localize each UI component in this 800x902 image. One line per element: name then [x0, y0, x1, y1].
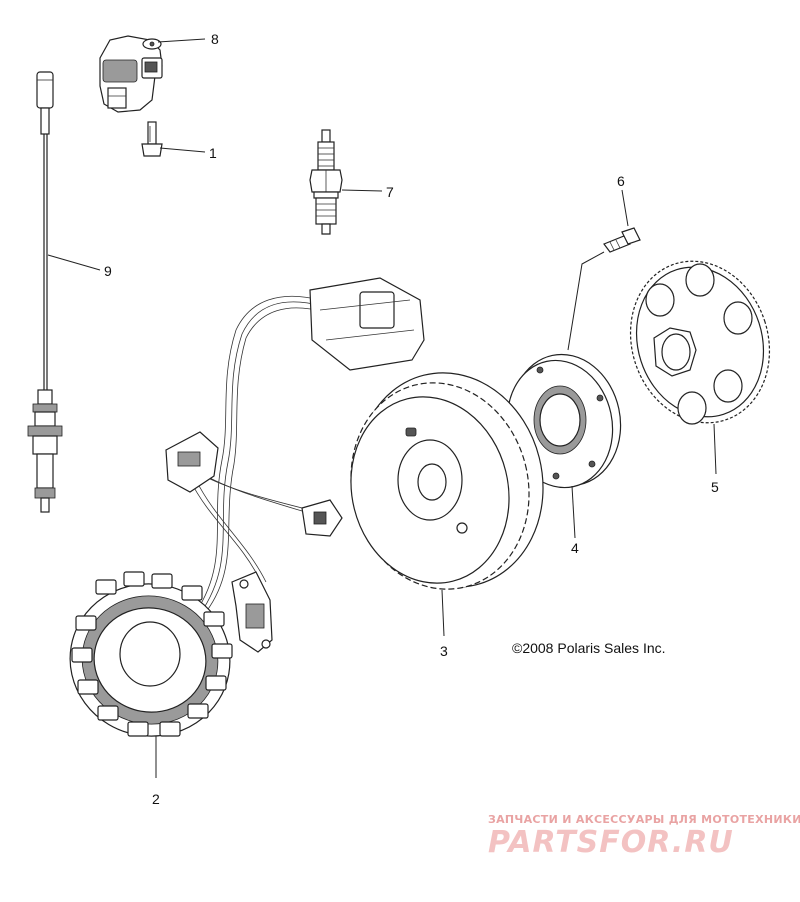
callout-2: 2 — [152, 791, 160, 807]
leader-6 — [621, 189, 629, 227]
callout-8: 8 — [211, 31, 219, 47]
callout-7: 7 — [386, 184, 394, 200]
starter-clutch — [506, 353, 622, 489]
screw — [603, 227, 641, 253]
starter-gear — [629, 260, 771, 425]
leader-8 — [157, 38, 206, 43]
leader-7 — [341, 189, 383, 192]
watermark-logo: PARTSFOR.RU — [488, 825, 734, 860]
callout-6: 6 — [617, 173, 625, 189]
callout-3: 3 — [440, 643, 448, 659]
coil-bolt — [141, 121, 163, 157]
stator — [69, 571, 233, 737]
ignition-coil — [99, 35, 163, 113]
wire-harness — [165, 277, 425, 653]
callout-4: 4 — [571, 540, 579, 556]
spark-plug — [309, 129, 343, 235]
watermark-tagline: ЗАПЧАСТИ И АКСЕССУАРЫ ДЛЯ МОТОТЕХНИКИ — [488, 813, 800, 826]
leader-3 — [441, 589, 445, 637]
spark-plug-wire — [27, 71, 63, 513]
leader-4 — [571, 485, 576, 539]
leader-5 — [713, 423, 717, 475]
callout-9: 9 — [104, 263, 112, 279]
leader-9 — [47, 254, 101, 271]
assembly-line-screw — [567, 251, 605, 351]
callout-1: 1 — [209, 145, 217, 161]
leader-1 — [159, 147, 206, 153]
flywheel — [350, 372, 544, 590]
callout-5: 5 — [711, 479, 719, 495]
copyright-notice: ©2008 Polaris Sales Inc. — [512, 640, 666, 656]
